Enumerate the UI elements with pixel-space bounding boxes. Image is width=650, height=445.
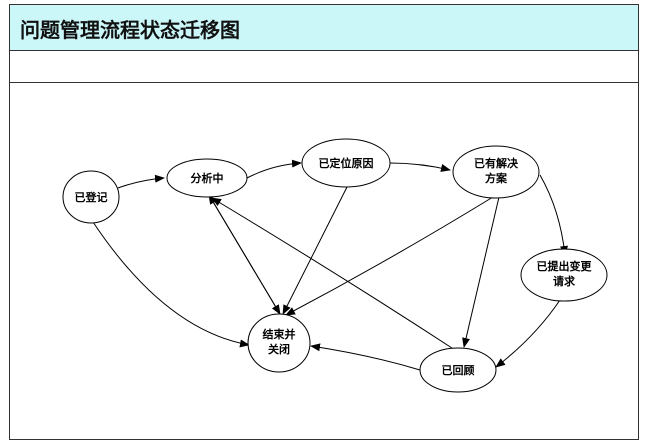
node-root-cause[interactable]: 已定位原因	[301, 138, 391, 188]
title-bar: 问题管理流程状态迁移图	[10, 5, 638, 51]
edge-root-cause-to-closed	[282, 186, 348, 315]
edge-closed-to-analyzing	[208, 194, 281, 315]
node-solution[interactable]: 已有解决 方案	[452, 145, 540, 199]
edge-reviewed-to-analyzing	[211, 197, 456, 351]
node-registered-label: 已登记	[75, 190, 108, 204]
edge-root-cause-to-solution	[389, 162, 451, 172]
node-solution-label-line1: 已有解决	[474, 156, 519, 170]
node-change-request-label-line2: 请求	[553, 274, 576, 288]
edge-reviewed-to-closed	[310, 343, 421, 371]
edges	[92, 159, 568, 371]
node-solution-label-line2: 方案	[485, 171, 508, 185]
edge-registered-to-closed	[92, 221, 250, 348]
page-title: 问题管理流程状态迁移图	[20, 18, 240, 42]
node-change-request[interactable]: 已提出变更 请求	[520, 248, 608, 302]
node-closed[interactable]: 结束并 关闭	[247, 313, 311, 373]
edge-solution-to-closed	[285, 196, 494, 316]
diagram-frame: 问题管理流程状态迁移图	[9, 4, 639, 440]
node-reviewed-label: 已回顾	[442, 363, 475, 377]
node-closed-label-line2: 关闭	[268, 342, 290, 356]
node-reviewed[interactable]: 已回顾	[419, 347, 497, 393]
node-analyzing[interactable]: 分析中	[166, 158, 248, 198]
edge-solution-to-reviewed	[462, 196, 500, 348]
node-closed-label-line1: 结束并	[262, 327, 296, 341]
edge-registered-to-analyzing	[117, 174, 165, 189]
node-change-request-label-line1: 已提出变更	[537, 259, 593, 273]
node-analyzing-label: 分析中	[191, 171, 224, 185]
node-root-cause-label: 已定位原因	[319, 156, 374, 170]
edge-change-request-to-reviewed	[495, 299, 561, 368]
node-registered[interactable]: 已登记	[62, 170, 120, 224]
edge-analyzing-to-root-cause	[246, 159, 302, 179]
edge-solution-to-change-request	[539, 174, 568, 256]
subtitle-bar	[10, 51, 638, 83]
